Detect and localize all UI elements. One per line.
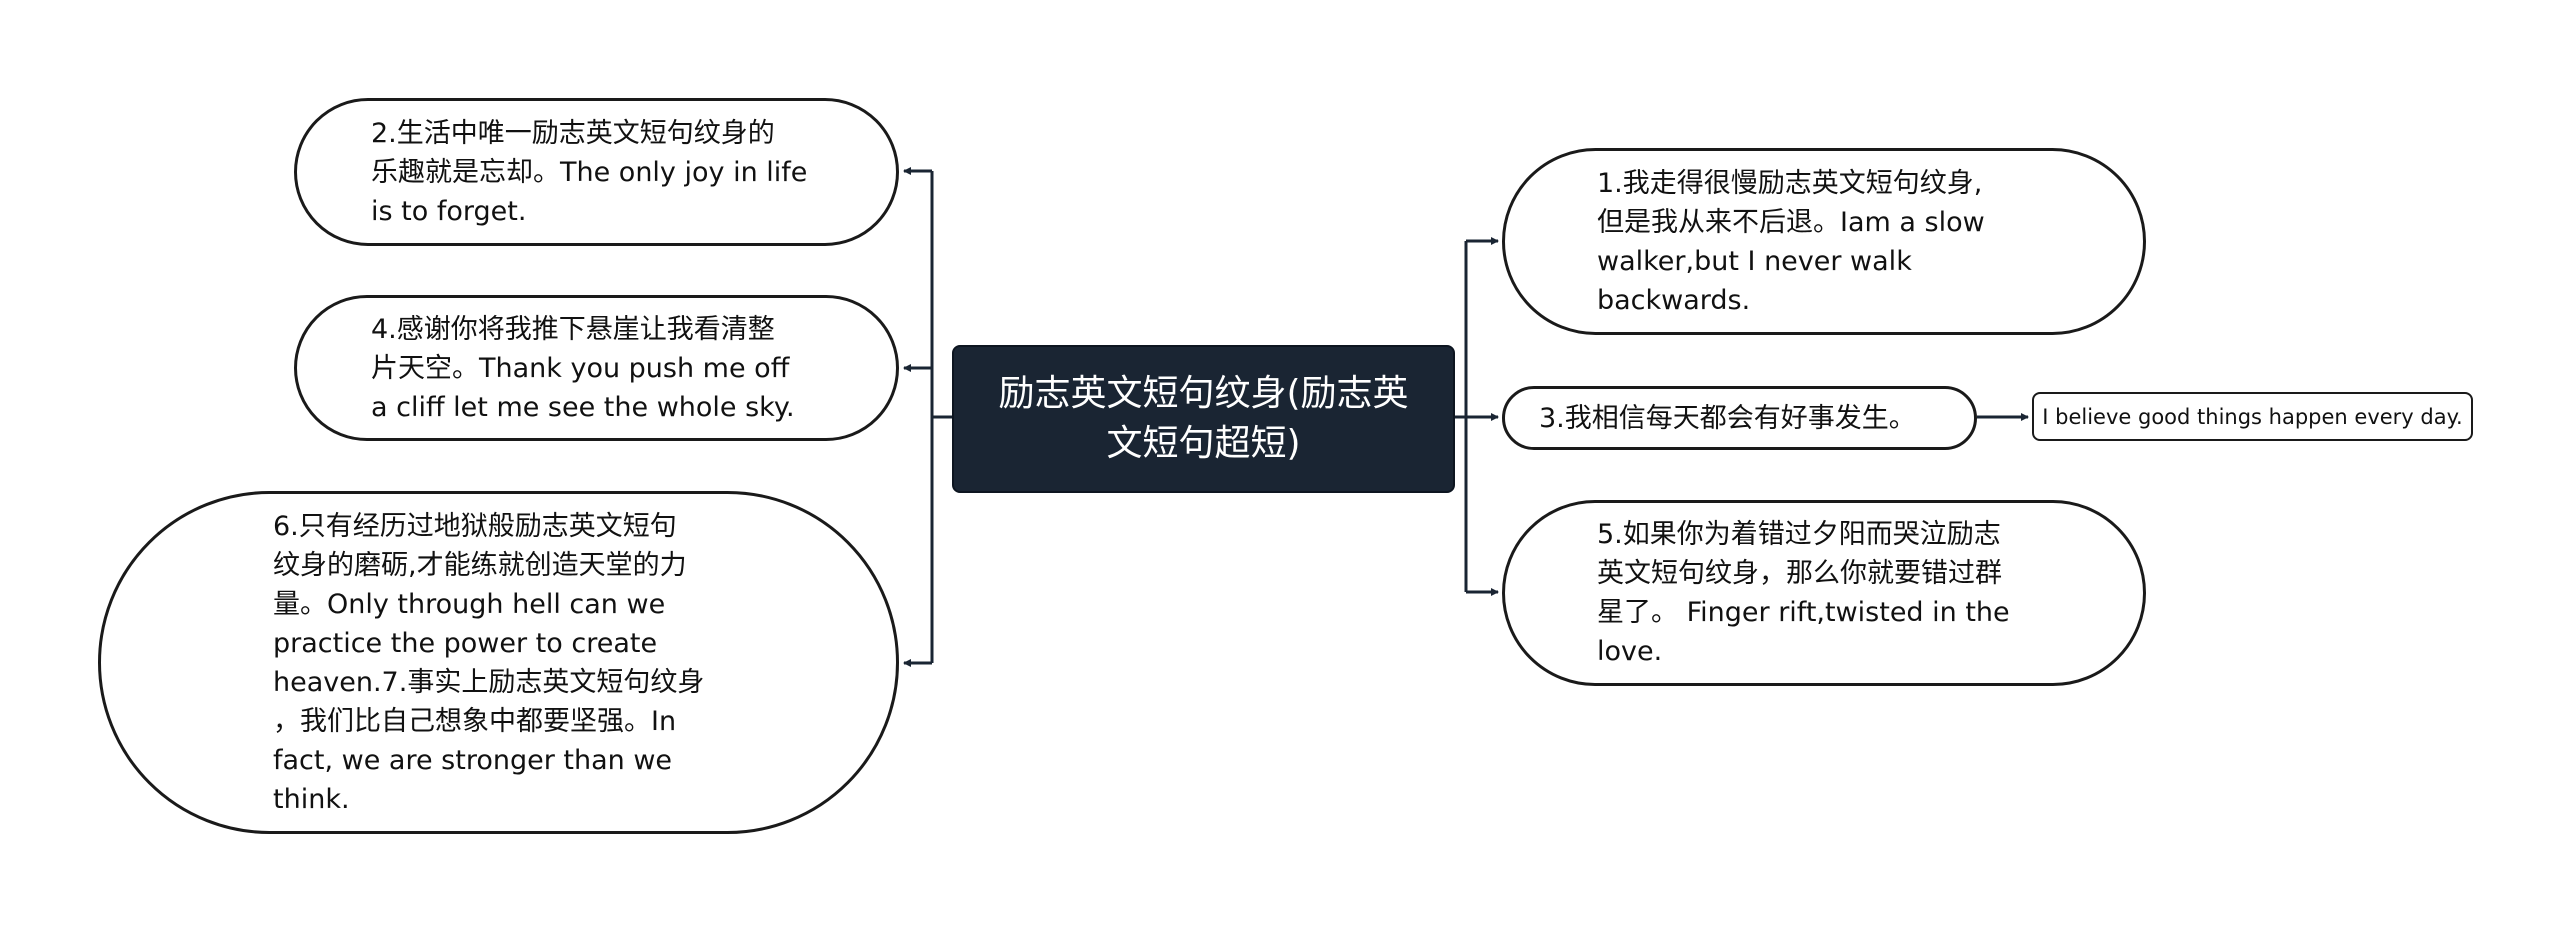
central-topic[interactable]: 励志英文短句纹身(励志英 文短句超短) — [952, 345, 1455, 493]
node-text-line: love. — [1597, 636, 1663, 667]
connector-left-bus — [930, 171, 952, 663]
node-text-line: 6.只有经历过地狱般励志英文短句 — [273, 510, 677, 542]
node-text-line: 4.感谢你将我推下悬崖让我看清整 — [371, 313, 775, 345]
node-text-line: 5.如果你为着错过夕阳而哭泣励志 — [1597, 519, 2001, 550]
topic-node-4[interactable]: 4.感谢你将我推下悬崖让我看清整 片天空。Thank you push me o… — [294, 295, 899, 441]
topic-node-6[interactable]: 6.只有经历过地狱般励志英文短句 纹身的磨砺,才能练就创造天堂的力 量。Only… — [98, 491, 899, 834]
central-topic-line: 励志英文短句纹身(励志英 — [998, 373, 1409, 414]
subtopic-node-3-english[interactable]: I believe good things happen every day. — [2032, 392, 2473, 441]
topic-node-5[interactable]: 5.如果你为着错过夕阳而哭泣励志 英文短句纹身，那么你就要错过群 星了。 Fin… — [1502, 500, 2146, 686]
topic-node-1[interactable]: 1.我走得很慢励志英文短句纹身, 但是我从来不后退。Iam a slow wal… — [1502, 148, 2146, 335]
node-text-line: 纹身的磨砺,才能练就创造天堂的力 — [273, 549, 687, 581]
node-text-line: practice the power to create — [273, 627, 658, 659]
node-text-line: walker,but I never walk — [1597, 245, 1912, 277]
node-text-line: ，我们比自己想象中都要坚强。In — [273, 705, 677, 737]
node-text-line: 1.我走得很慢励志英文短句纹身, — [1597, 167, 1983, 199]
central-topic-line: 文短句超短) — [1106, 423, 1301, 464]
topic-node-2[interactable]: 2.生活中唯一励志英文短句纹身的 乐趣就是忘却。The only joy in … — [294, 98, 899, 246]
node-text-line: 3.我相信每天都会有好事发生。 — [1539, 402, 1916, 434]
node-text-line: 片天空。Thank you push me off — [371, 352, 790, 384]
node-text-line: 量。Only through hell can we — [273, 588, 666, 620]
node-text-line: heaven.7.事实上励志英文短句纹身 — [273, 666, 705, 698]
node-text-line: backwards. — [1597, 284, 1751, 316]
node-text-line: 英文短句纹身，那么你就要错过群 — [1597, 558, 2002, 589]
node-text-line: 2.生活中唯一励志英文短句纹身的 — [371, 117, 775, 149]
node-text-line: 星了。 Finger rift,twisted in the — [1597, 597, 2010, 628]
node-text-line: 乐趣就是忘却。The only joy in life — [371, 156, 808, 188]
node-text-line: is to forget. — [371, 195, 527, 227]
node-text-line: a cliff let me see the whole sky. — [371, 391, 795, 423]
node-text-line: think. — [273, 783, 350, 815]
topic-node-3[interactable]: 3.我相信每天都会有好事发生。 — [1502, 386, 1977, 450]
node-text-line: 但是我从来不后退。Iam a slow — [1597, 206, 1985, 238]
node-text-line: fact, we are stronger than we — [273, 744, 673, 776]
